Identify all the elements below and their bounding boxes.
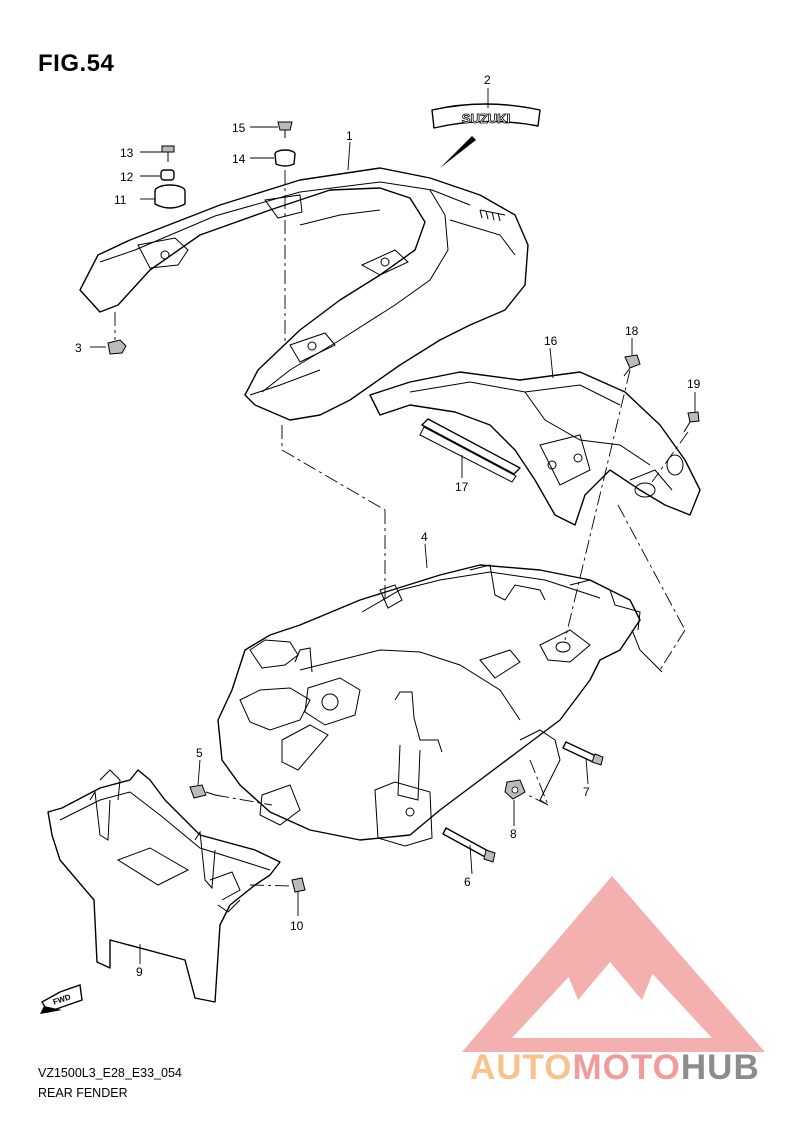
callout-14: 14 (232, 152, 246, 166)
watermark-logo-icon (462, 876, 765, 1052)
callout-8: 8 (510, 827, 517, 841)
figure-title: FIG.54 (38, 50, 115, 77)
callout-11: 11 (114, 193, 127, 207)
callout-19: 19 (687, 377, 701, 391)
callout-7: 7 (583, 785, 590, 799)
callout-15: 15 (232, 121, 246, 135)
part-12-collar (160, 169, 175, 181)
part-18-bolt (623, 354, 641, 377)
part-6-bolt (442, 827, 496, 863)
callout-2: 2 (484, 73, 491, 87)
callout-17: 17 (455, 480, 469, 494)
part-2-decal: SUZUKI (431, 103, 541, 168)
part-14-grommet (274, 149, 296, 167)
callout-16: 16 (544, 334, 558, 348)
watermark-moto: MOTO (572, 1048, 681, 1087)
part-9-lower-plate (47, 769, 281, 1003)
part-1-seat-cowl (79, 167, 529, 421)
decal-text: SUZUKI (462, 111, 510, 126)
watermark-text: AUTOMOTOHUB (470, 1048, 760, 1088)
callout-4: 4 (421, 530, 428, 544)
callout-13: 13 (120, 146, 134, 160)
callout-18: 18 (625, 324, 639, 338)
fwd-arrow-icon: FWD (40, 984, 83, 1014)
part-11-cushion (154, 184, 186, 209)
part-19-bolt (683, 411, 700, 433)
figure-name: REAR FENDER (38, 1086, 128, 1100)
part-15-screw (277, 121, 293, 138)
part-10-screw (291, 877, 306, 893)
watermark-auto: AUTO (470, 1048, 573, 1087)
leader-lines (90, 88, 696, 964)
callout-labels: 1 2 3 4 5 6 7 8 9 10 11 12 13 14 15 16 1… (75, 73, 701, 979)
callout-6: 6 (464, 875, 471, 889)
watermark-hub: HUB (680, 1048, 760, 1087)
callout-10: 10 (290, 919, 304, 933)
part-17-strip (419, 418, 521, 483)
callout-12: 12 (120, 170, 134, 184)
callout-5: 5 (196, 746, 203, 760)
part-13-screw (161, 145, 175, 162)
part-7-bolt (562, 741, 604, 766)
assembly-lines (114, 170, 689, 887)
part-16-fender-bracket (369, 371, 701, 526)
callout-1: 1 (346, 129, 353, 143)
figure-code: VZ1500L3_E28_E33_054 (38, 1066, 182, 1080)
part-5-bolt (189, 784, 216, 799)
part-4-rear-fender (217, 564, 663, 847)
callout-3: 3 (75, 341, 82, 355)
part-8-nut (504, 779, 526, 800)
part-3-nut (107, 339, 127, 355)
callout-9: 9 (136, 965, 143, 979)
